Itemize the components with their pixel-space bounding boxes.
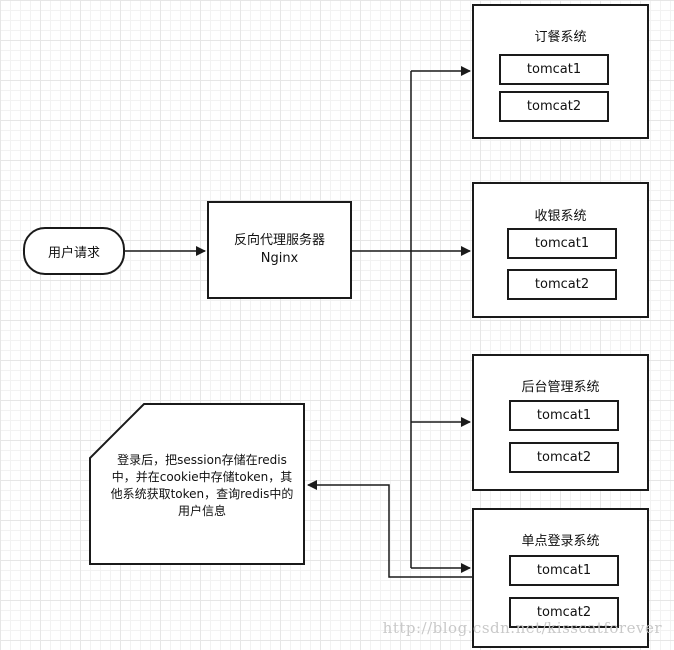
order-tomcat1: tomcat1 [499, 54, 609, 85]
arrow-sso-to-note [307, 480, 473, 578]
cashier-tomcat1: tomcat1 [507, 228, 617, 259]
cashier-tomcat2: tomcat2 [507, 269, 617, 300]
order-system-title: 订餐系统 [534, 30, 587, 45]
user-request-label: 用户请求 [47, 245, 100, 261]
admin-system-box: 后台管理系统 tomcat1 tomcat2 [472, 354, 649, 491]
user-request-node: 用户请求 [23, 227, 125, 275]
note-line-3: 他系统获取token，查询redis中的 [110, 487, 294, 501]
sso-system-title: 单点登录系统 [521, 534, 600, 549]
note-text: 登录后，把session存储在redis 中，并在cookie中存储token，… [100, 452, 304, 520]
note-line-4: 用户信息 [177, 504, 226, 518]
proxy-label-nginx: Nginx [260, 251, 299, 266]
sso-tomcat1: tomcat1 [509, 555, 619, 586]
watermark: http://blog.csdn.net/kisscatforever [382, 619, 662, 637]
order-tomcat2: tomcat2 [499, 91, 609, 122]
admin-tomcat1: tomcat1 [509, 400, 619, 431]
proxy-label-cn: 反向代理服务器 [233, 233, 325, 248]
admin-system-title: 后台管理系统 [521, 380, 600, 395]
sso-system-box: 单点登录系统 tomcat1 tomcat2 [472, 508, 649, 648]
sso-tomcat2: tomcat2 [509, 597, 619, 628]
cashier-system-title: 收银系统 [534, 209, 587, 224]
order-system-box: 订餐系统 tomcat1 tomcat2 [472, 4, 649, 139]
note-line-2: 中，并在cookie中存储token，其 [111, 470, 293, 484]
cashier-system-box: 收银系统 tomcat1 tomcat2 [472, 182, 649, 318]
admin-tomcat2: tomcat2 [509, 442, 619, 473]
reverse-proxy-node: 反向代理服务器 Nginx [207, 201, 352, 299]
note-line-1: 登录后，把session存储在redis [117, 453, 287, 467]
